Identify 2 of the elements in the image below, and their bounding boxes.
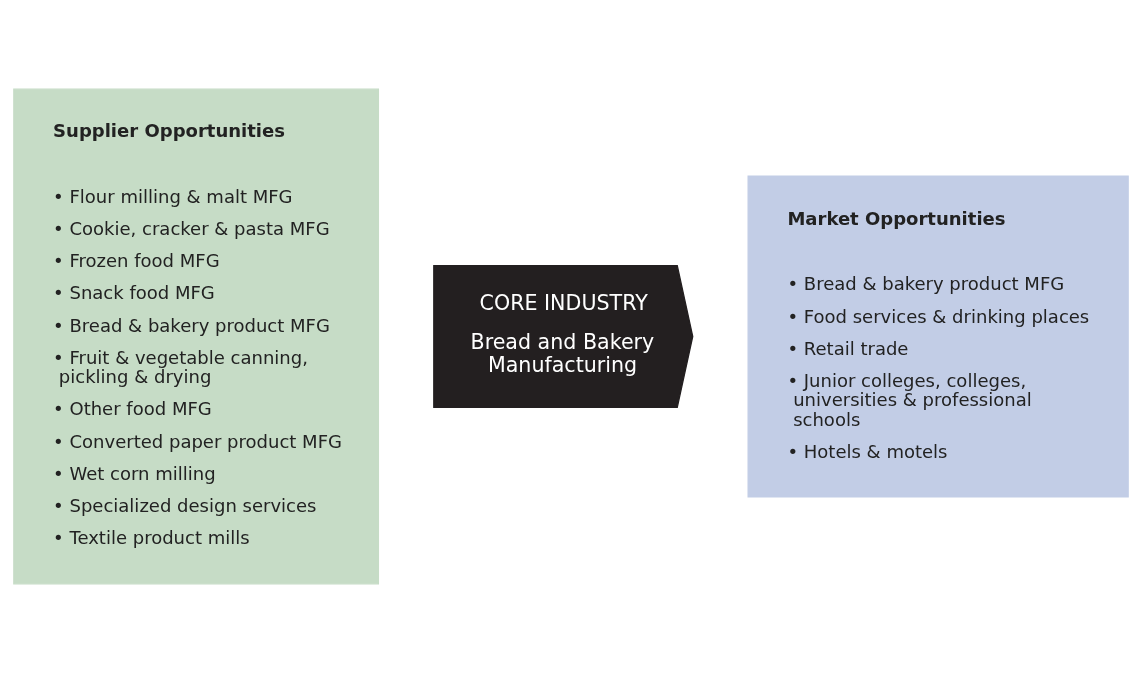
node-box: Supplier Opportunities • Flour milling & malt MFG • Cookie, cracker & pasta MFG • Frozen food MFG • Snack food MFG • Bread & bakery product MFG • Fruit & vegetable canning, pickling & drying • Other food MFG • Converted paper product MFG • Wet corn milling • Specialized design services • Textile product mills [13,88,380,585]
node-box: Market Opportunities • Bread & bakery product MFG • Food services & drinking places • Retail trade • Junior colleges, colleges, universities & professional schools • Hotels & motels [747,175,1129,498]
